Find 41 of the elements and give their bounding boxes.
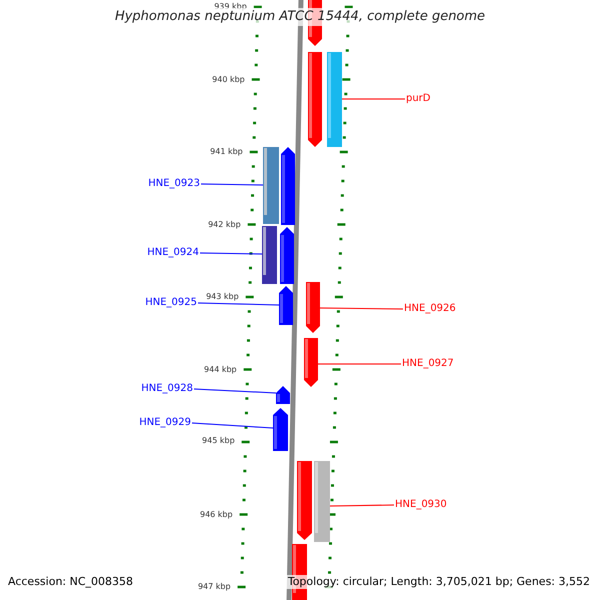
gene-label: HNE_0923 (148, 178, 200, 190)
gene-feature (280, 227, 294, 284)
leader-line (330, 504, 394, 506)
gene-label: HNE_0929 (139, 417, 191, 429)
gene-feature (263, 147, 279, 224)
gene-label: HNE_0924 (147, 247, 199, 259)
gene-feature (308, 52, 322, 147)
gene-feature (314, 461, 330, 542)
leader-line (192, 422, 274, 428)
scale-label: 939 kbp (214, 3, 247, 11)
gene-feature (262, 226, 277, 284)
gene-feature (327, 52, 342, 147)
gene-label: purD (406, 93, 430, 105)
gene-feature (306, 282, 320, 333)
leader-line (200, 184, 264, 186)
gene-feature (276, 386, 290, 404)
accession-text: Accession: NC_008358 (8, 575, 134, 589)
gene-label: HNE_0925 (145, 297, 197, 309)
gene-feature (279, 286, 293, 325)
gene-label: HNE_0926 (404, 303, 456, 315)
gene-label: HNE_0927 (402, 358, 454, 370)
leader-line (198, 302, 280, 306)
scale-label: 941 kbp (210, 148, 243, 156)
scale-label: 944 kbp (204, 366, 237, 374)
gene-label: HNE_0930 (395, 499, 447, 511)
gene-feature (304, 338, 318, 387)
genome-info-text: Topology: circular; Length: 3,705,021 bp; Genes: 3,552 (286, 575, 592, 589)
gene-feature (273, 408, 288, 451)
leader-line (194, 388, 276, 394)
scale-label: 940 kbp (212, 76, 245, 84)
scale-label: 945 kbp (202, 437, 235, 445)
gene-feature (281, 147, 295, 225)
gene-label: HNE_0928 (141, 383, 193, 395)
scale-label: 947 kbp (198, 583, 231, 591)
leader-line (342, 98, 406, 100)
leader-line (200, 252, 262, 254)
scale-label: 946 kbp (200, 511, 233, 519)
leader-line (320, 308, 404, 310)
scale-label: 943 kbp (206, 293, 239, 301)
scale-label: 942 kbp (208, 221, 241, 229)
gene-feature (297, 461, 312, 540)
